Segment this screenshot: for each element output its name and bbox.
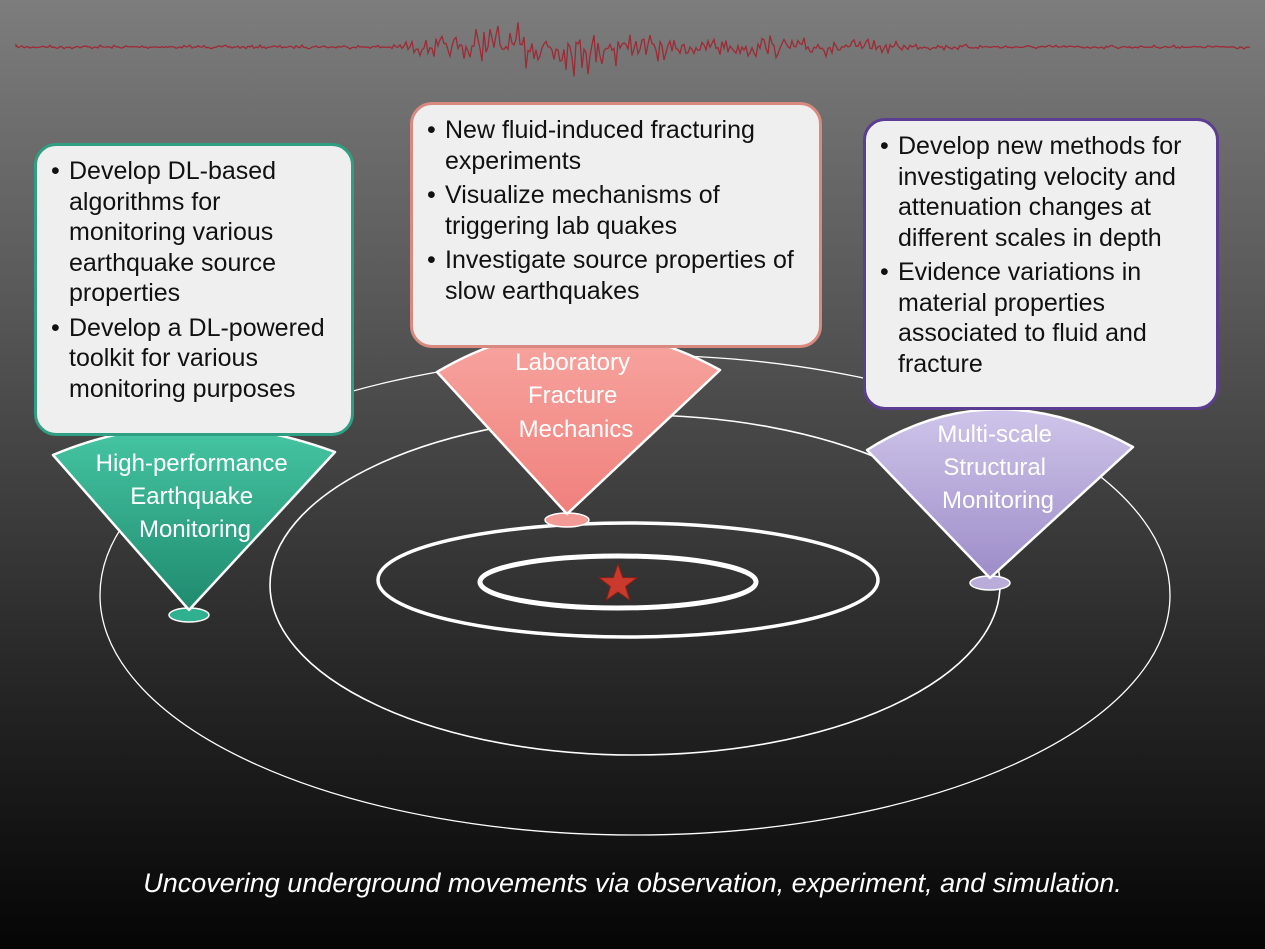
bullet-list: Develop new methods for investigating ve…	[880, 131, 1206, 379]
sector-label: Laboratory Fracture Mechanics	[515, 349, 636, 443]
bullet-item: Evidence variations in material properti…	[880, 257, 1206, 379]
bullet-item: Investigate source properties of slow ea…	[427, 245, 809, 306]
sector-structural-monitoring[interactable]: Multi-scale Structural Monitoring	[865, 408, 1135, 591]
epicenter-star-icon	[597, 562, 639, 602]
bullet-list: Develop DL-based algorithms for monitori…	[51, 156, 341, 404]
sector-earthquake-monitoring[interactable]: High-performance Earthquake Monitoring	[51, 424, 337, 623]
seismogram-waveform	[15, 22, 1251, 77]
ring-inner	[477, 553, 759, 611]
bullet-item: Develop a DL-powered toolkit for various…	[51, 313, 341, 405]
box-fracture-mechanics: New fluid-induced fracturing experiments…	[410, 102, 822, 348]
caption: Uncovering underground movements via obs…	[143, 868, 1122, 898]
bullet-list: New fluid-induced fracturing experiments…	[427, 115, 809, 306]
sector-fracture-mechanics[interactable]: Laboratory Fracture Mechanics	[435, 329, 722, 528]
sector-label: High-performance Earthquake Monitoring	[96, 450, 295, 543]
ring-second	[376, 521, 880, 639]
bullet-item: New fluid-induced fracturing experiments	[427, 115, 809, 176]
bullet-item: Develop new methods for investigating ve…	[880, 131, 1206, 253]
bullet-item: Develop DL-based algorithms for monitori…	[51, 156, 341, 309]
sector-label: Multi-scale Structural Monitoring	[937, 421, 1058, 514]
box-earthquake-monitoring: Develop DL-based algorithms for monitori…	[34, 143, 354, 436]
bullet-item: Visualize mechanisms of triggering lab q…	[427, 180, 809, 241]
box-structural-monitoring: Develop new methods for investigating ve…	[863, 118, 1219, 410]
